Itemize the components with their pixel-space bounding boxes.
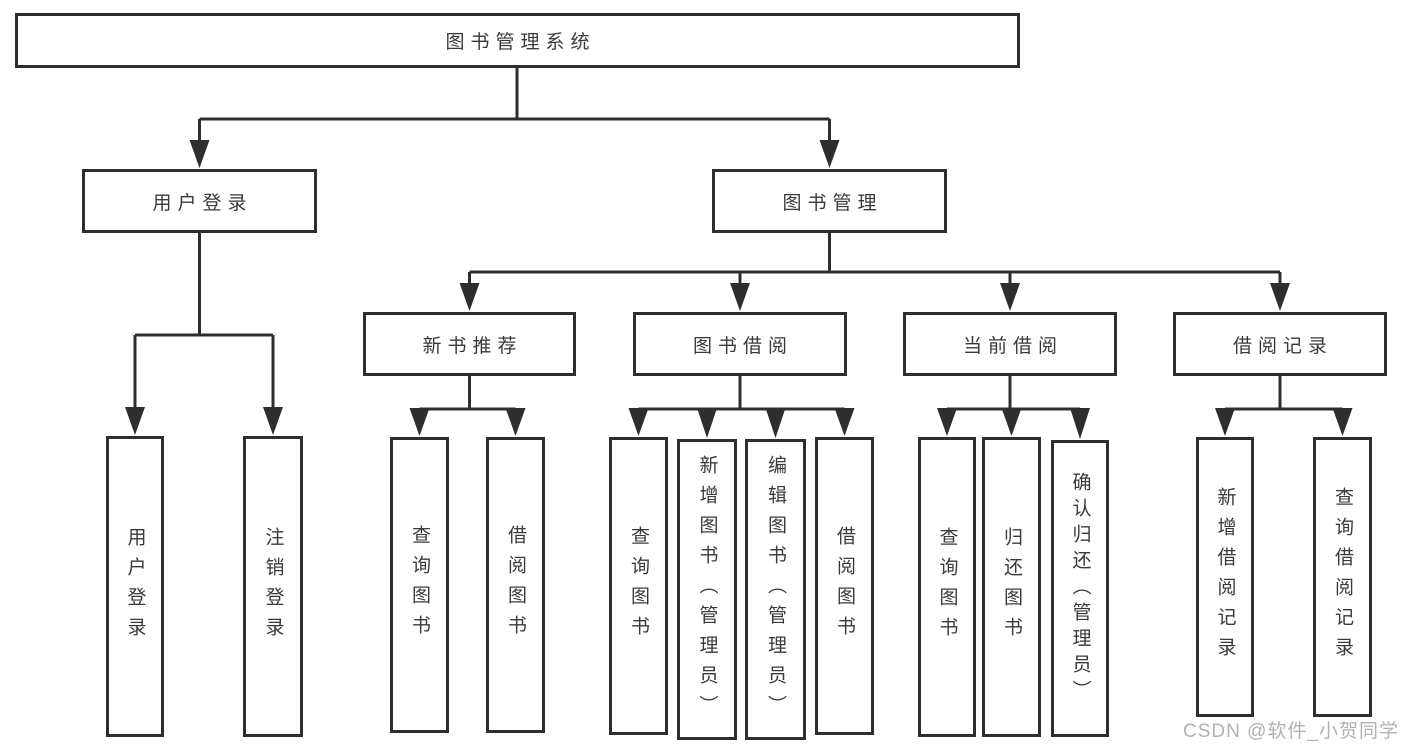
edge-bookmgmt-to-level3	[468, 233, 1282, 285]
node-label: 用户登录	[124, 526, 146, 647]
leaf-borrow-query-book: 查询图书	[609, 437, 668, 735]
edge-records-to-leaves	[1225, 376, 1343, 411]
leaf-recommend-query-book: 查询图书	[390, 437, 449, 733]
node-label: 当前借阅	[962, 335, 1063, 357]
leaf-login-logout: 注销登录	[243, 436, 303, 737]
edge-current-to-leaves	[947, 376, 1080, 411]
csdn-watermark: CSDN @软件_小贺同学	[1183, 721, 1399, 742]
node-borrowing-records: 借阅记录	[1173, 312, 1387, 376]
node-label: 图书借阅	[692, 335, 793, 357]
node-label: 借阅图书	[505, 525, 526, 645]
node-label: 注销登录	[262, 526, 284, 647]
node-new-book-recommend: 新书推荐	[363, 312, 576, 376]
node-book-borrowing: 图书借阅	[633, 312, 847, 376]
leaf-current-return-book: 归还图书	[982, 437, 1041, 737]
node-label: 查询借阅记录	[1332, 487, 1353, 667]
node-label: 查询图书	[409, 525, 430, 645]
leaf-recommend-borrow-book: 借阅图书	[486, 437, 545, 733]
edge-recommend-to-leaves	[419, 376, 516, 411]
node-user-login: 用户登录	[82, 169, 317, 233]
node-label: 图书管理系统	[445, 32, 596, 53]
leaf-borrow-edit-book-admin: 编辑图书（管理员）	[745, 439, 806, 740]
leaf-borrow-add-book-admin: 新增图书（管理员）	[677, 439, 737, 740]
node-current-borrowing: 当前借阅	[903, 312, 1117, 376]
node-label: 归还图书	[1001, 527, 1022, 647]
edge-root-to-level2	[198, 68, 831, 142]
node-label: 编辑图书（管理员）	[765, 454, 786, 725]
leaf-records-add-record: 新增借阅记录	[1196, 437, 1254, 717]
node-label: 查询图书	[628, 526, 649, 646]
edge-borrow-to-leaves	[638, 376, 845, 411]
node-label: 图书管理	[782, 192, 883, 214]
node-label: 借阅图书	[834, 526, 855, 646]
node-label: 新增借阅记录	[1214, 487, 1236, 667]
node-label: 新增图书（管理员）	[696, 454, 718, 725]
edge-login-to-leaves	[133, 233, 275, 410]
leaf-borrow-borrow-book: 借阅图书	[815, 437, 874, 735]
leaf-login-user-login: 用户登录	[106, 436, 164, 737]
arrowheads	[125, 140, 1353, 439]
leaf-records-query-record: 查询借阅记录	[1313, 437, 1372, 717]
leaf-current-query-book: 查询图书	[918, 437, 976, 737]
node-label: 确认归还（管理员）	[1069, 471, 1091, 706]
node-book-management: 图书管理	[712, 169, 947, 233]
leaf-current-confirm-return-admin: 确认归还（管理员）	[1051, 440, 1109, 737]
node-label: 借阅记录	[1232, 335, 1333, 357]
node-library-management-system: 图书管理系统	[15, 13, 1020, 68]
node-label: 用户登录	[152, 192, 253, 214]
node-label: 查询图书	[936, 527, 958, 647]
node-label: 新书推荐	[422, 335, 523, 357]
